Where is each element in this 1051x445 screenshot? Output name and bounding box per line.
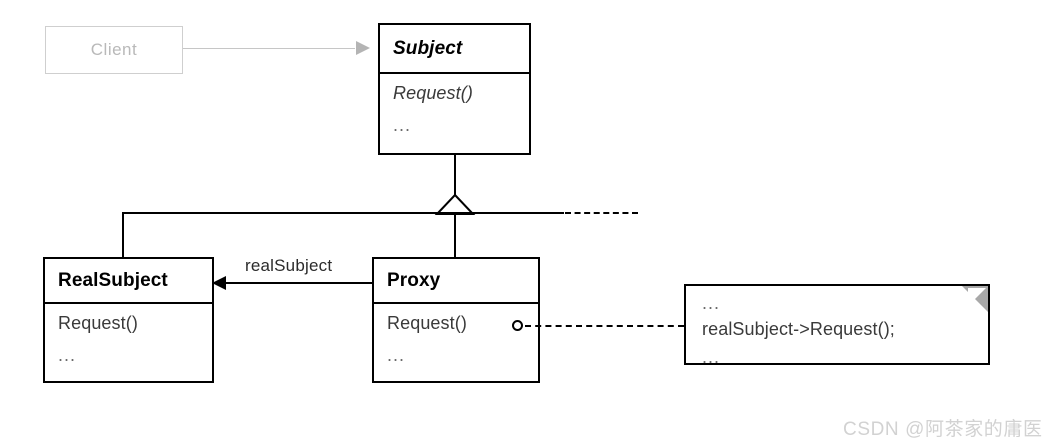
client-to-subject-arrowhead-icon [356, 41, 370, 55]
proxy-name-compartment: Proxy [374, 259, 538, 304]
subject-name-compartment: Subject [380, 25, 529, 74]
subject-operations-compartment: Request() ... [380, 74, 529, 153]
generalization-branch-realsubject [122, 212, 124, 258]
proxy-operation-ellipsis: ... [387, 345, 406, 365]
subject-operation-ellipsis: ... [393, 115, 412, 135]
proxy-operation-request: Request() [387, 313, 467, 333]
realsubject-class-name: RealSubject [58, 269, 168, 291]
csdn-watermark: CSDN @阿茶家的庸医 [843, 419, 1043, 440]
subject-class-box[interactable]: Subject Request() ... [378, 23, 531, 155]
note-line-1: ... [702, 293, 721, 313]
note-text-block: ... realSubject->Request(); ... [702, 294, 895, 366]
proxy-operations-compartment: Request() ... [374, 304, 538, 381]
proxy-to-realsubject-line [226, 282, 372, 284]
client-class-name: Client [90, 40, 138, 59]
implementation-note-box[interactable]: ... realSubject->Request(); ... [684, 284, 990, 366]
proxy-class-box[interactable]: Proxy Request() ... [372, 257, 540, 383]
subject-class-name: Subject [393, 37, 463, 59]
proxy-note-dashed-link [525, 325, 684, 327]
note-corner-curl-icon [968, 288, 986, 306]
generalization-bar-dashed [565, 212, 638, 214]
realsubject-operations-compartment: Request() ... [45, 304, 212, 381]
association-role-label: realSubject [245, 256, 333, 275]
generalization-stem-upper [454, 155, 456, 196]
client-class-box[interactable]: Client [45, 26, 183, 74]
client-to-subject-line [183, 48, 355, 49]
generalization-bar-solid [122, 212, 564, 214]
realsubject-name-compartment: RealSubject [45, 259, 212, 304]
realsubject-operation-ellipsis: ... [58, 345, 77, 365]
proxy-request-socket-icon [512, 320, 523, 331]
realsubject-class-box[interactable]: RealSubject Request() ... [43, 257, 214, 383]
proxy-class-name: Proxy [387, 269, 441, 291]
realsubject-operation-request: Request() [58, 313, 138, 333]
proxy-to-realsubject-arrowhead-icon [212, 276, 226, 290]
generalization-branch-proxy [454, 212, 456, 258]
subject-operation-request: Request() [393, 83, 473, 103]
note-line-3: ... [702, 347, 721, 367]
note-line-2: realSubject->Request(); [702, 319, 895, 339]
